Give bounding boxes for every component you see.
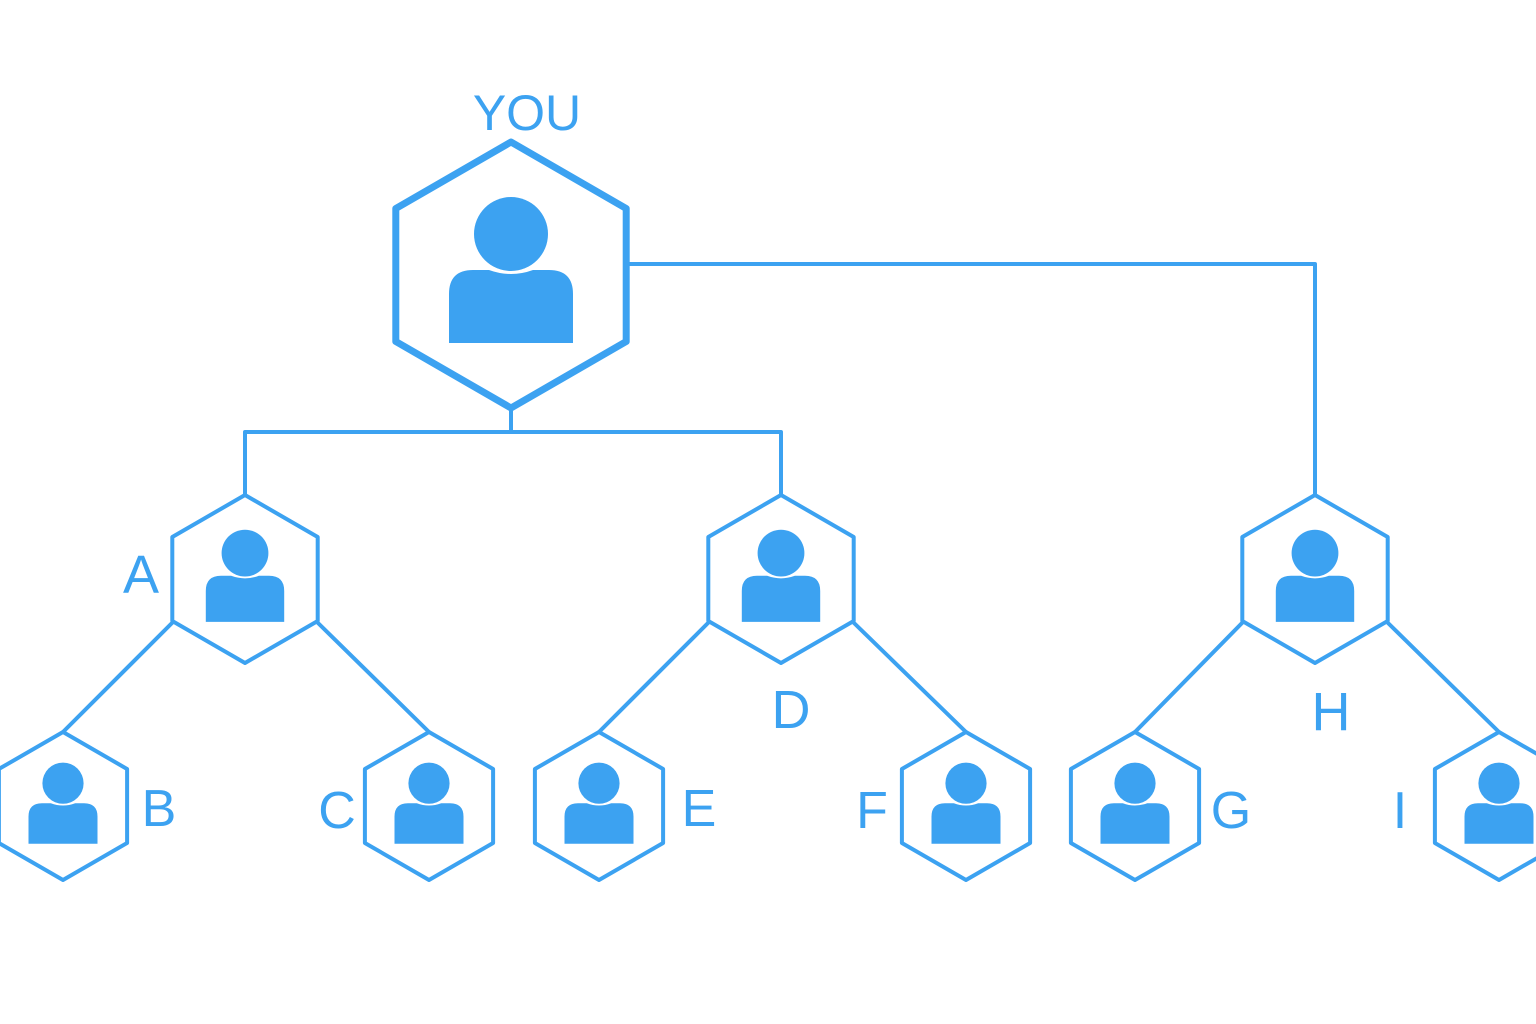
person-icon — [394, 762, 464, 844]
node-label-i: I — [1393, 782, 1407, 840]
node-label-you: YOU — [473, 85, 581, 141]
connector-h-i — [1385, 620, 1501, 734]
connector-d-e — [597, 620, 711, 734]
node-h — [1240, 493, 1390, 665]
person-icon — [931, 762, 1001, 844]
node-i — [1432, 730, 1536, 882]
person-body — [449, 270, 573, 343]
connector-a-c — [315, 620, 431, 734]
person-head — [945, 762, 987, 804]
person-head — [1291, 529, 1339, 577]
connector-you-d — [509, 430, 783, 498]
person-icon — [1464, 762, 1534, 844]
node-label-b: B — [142, 780, 177, 838]
person-head — [42, 762, 84, 804]
person-body — [564, 803, 634, 844]
connector-a-b — [61, 620, 175, 734]
person-body — [931, 803, 1001, 844]
person-icon — [205, 529, 285, 622]
node-b — [0, 730, 130, 882]
person-body — [205, 575, 285, 622]
connector-you-a — [243, 403, 513, 498]
person-head — [221, 529, 269, 577]
node-f — [899, 730, 1033, 882]
person-head — [1478, 762, 1520, 804]
node-label-a: A — [123, 545, 159, 605]
person-head — [1114, 762, 1156, 804]
person-head — [408, 762, 450, 804]
person-icon — [1275, 529, 1355, 622]
connector-h-g — [1133, 620, 1245, 734]
node-label-g: G — [1211, 782, 1251, 840]
node-a — [170, 493, 320, 665]
node-label-f: F — [856, 782, 888, 840]
connector-d-f — [851, 620, 968, 734]
node-labels: YOU A D H B C E F G I — [123, 85, 1407, 840]
person-body — [1464, 803, 1534, 844]
connector-lines — [61, 262, 1501, 734]
node-group — [0, 138, 1536, 882]
node-you — [392, 138, 630, 412]
node-label-e: E — [682, 780, 717, 838]
person-icon — [741, 529, 821, 622]
person-body — [1275, 575, 1355, 622]
node-g — [1068, 730, 1202, 882]
node-label-h: H — [1312, 682, 1351, 742]
node-c — [362, 730, 496, 882]
node-d — [706, 493, 856, 665]
person-body — [741, 575, 821, 622]
person-icon — [564, 762, 634, 844]
node-label-c: C — [318, 782, 356, 840]
person-head — [474, 197, 548, 271]
person-icon — [1100, 762, 1170, 844]
node-label-d: D — [772, 680, 811, 740]
person-body — [1100, 803, 1170, 844]
person-body — [394, 803, 464, 844]
person-icon — [28, 762, 98, 844]
person-icon — [449, 197, 573, 343]
person-head — [757, 529, 805, 577]
connector-you-h — [624, 262, 1317, 498]
node-e — [532, 730, 666, 882]
person-body — [28, 803, 98, 844]
person-head — [578, 762, 620, 804]
